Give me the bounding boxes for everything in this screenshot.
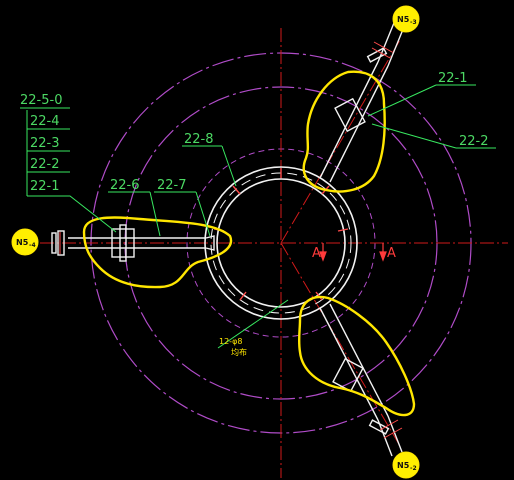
ring-manifold-inner: [216, 178, 346, 308]
highlight-upper-right: [302, 70, 386, 193]
pipe-branch-upper-right: [319, 17, 407, 183]
leader-lines: [26, 84, 496, 349]
section-markers: [319, 243, 387, 262]
highlight-lower-right: [297, 295, 416, 417]
pipe-hatching: [59, 41, 403, 439]
highlight-outlines: [82, 70, 416, 417]
pipe-branch-left: [51, 224, 215, 262]
center-line-diag-2: [280, 242, 401, 447]
highlight-left: [82, 216, 233, 289]
center-line-diag-1: [280, 39, 401, 244]
ring-manifold-outer: [204, 166, 358, 320]
